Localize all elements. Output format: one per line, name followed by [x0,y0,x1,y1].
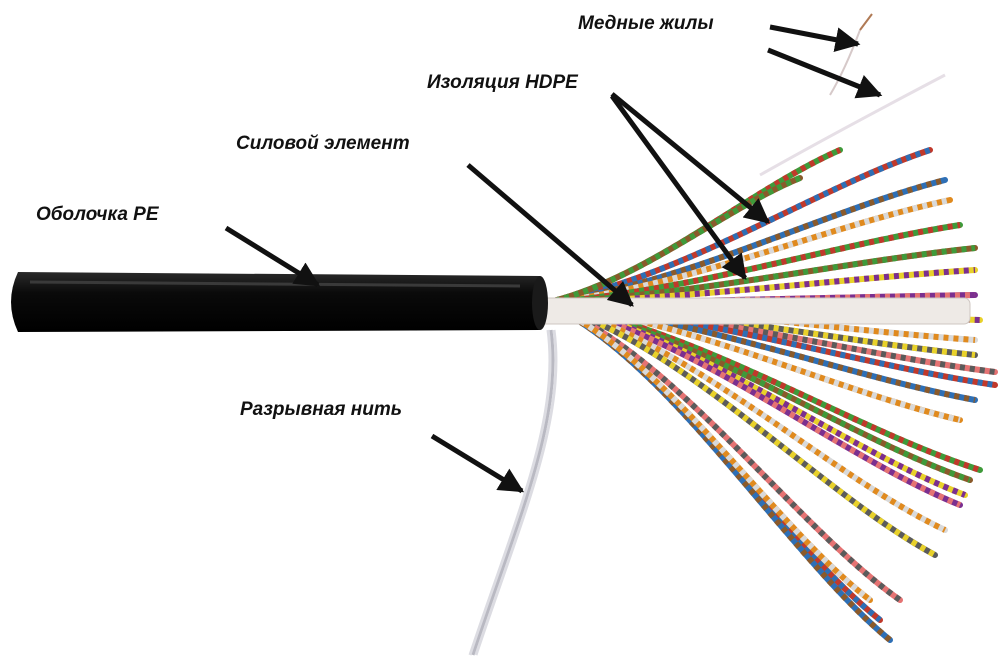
ripcord-strand [468,329,552,656]
arrow-copper-2 [767,47,883,99]
label-ripcord: Разрывная нить [240,399,403,420]
arrow-insulation-1 [610,92,770,224]
strength-element [537,297,971,325]
wire-pair-twist [544,147,931,306]
arrow-strength [466,163,634,307]
wire-pair-twist [544,300,937,558]
wire-pair-twist [543,300,902,603]
wire-pairs-group [542,147,998,643]
label-sheath-pe: Оболочка PE [36,204,159,225]
sheath-highlight [29,280,521,288]
label-strength-element: Силовой элемент [236,133,410,154]
wire-pair-twist [544,175,802,306]
sheath-end [532,276,548,330]
arrow-copper-1 [769,24,861,53]
arrow-sheath [224,225,321,288]
wire-pair-twist [543,300,872,603]
ripcord-strand [474,329,558,656]
label-copper-conductors: Медные жилы [578,13,714,34]
copper-wire-strand-2 [759,73,946,177]
arrow-insulation-2 [609,94,748,281]
copper-wire-tip [859,13,873,31]
wire-pair-twist [544,300,961,423]
arrow-ripcord [430,433,525,494]
sheath-pe [11,272,540,332]
label-insulation-hdpe: Изоляция HDPE [427,72,578,93]
wire-pair-twist [544,222,961,306]
ripcord-strand [471,329,555,656]
ripcord-thread [468,329,558,656]
